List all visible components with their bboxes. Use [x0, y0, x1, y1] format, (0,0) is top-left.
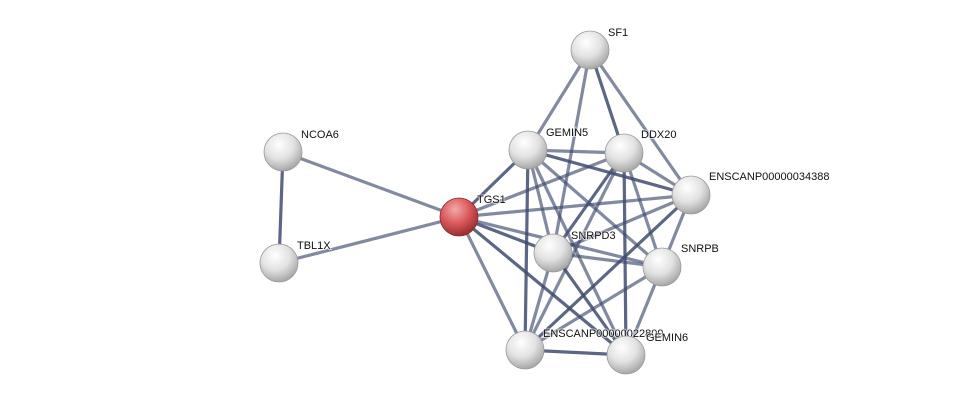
node-label: GEMIN5 [546, 127, 588, 139]
node-gemin5[interactable]: GEMIN5 [508, 126, 589, 170]
edge-tbl1x-tgs1[interactable] [278, 215, 460, 265]
edge-sf1-enscanp00000034388[interactable] [588, 49, 693, 196]
node-ball[interactable] [570, 30, 610, 70]
node-ball[interactable] [508, 130, 548, 170]
node-label: NCOA6 [301, 129, 339, 141]
edge-enscanp00000034388-snrpd3[interactable] [552, 193, 692, 255]
node-ball[interactable] [505, 330, 545, 370]
node-ncoa6[interactable]: NCOA6 [263, 128, 340, 172]
node-label: DDX20 [641, 129, 676, 141]
node-label: SNRPB [681, 243, 719, 255]
edge-sf1-gemin5[interactable] [526, 49, 592, 151]
edge-snrpd3-gemin6[interactable] [551, 252, 628, 356]
node-enscanp00000034388[interactable]: ENSCANP00000034388 [671, 170, 830, 215]
node-label: SF1 [608, 27, 628, 39]
node-label: TBL1X [297, 240, 331, 252]
node-tgs1[interactable]: TGS1 [439, 193, 507, 237]
edge-ddx20-gemin6[interactable] [622, 152, 628, 356]
edge-tgs1-ddx20[interactable] [458, 151, 625, 219]
node-gemin6[interactable]: GEMIN6 [606, 331, 689, 375]
node-label: SNRPD3 [571, 230, 616, 242]
node-ball[interactable] [533, 233, 573, 273]
edge-gemin5-gemin6[interactable] [526, 149, 628, 356]
node-ball[interactable] [259, 243, 299, 283]
edge-layer [277, 49, 693, 357]
node-label: ENSCANP00000034388 [709, 171, 829, 183]
node-ball[interactable] [439, 197, 479, 237]
node-ball[interactable] [606, 335, 646, 375]
node-snrpb[interactable]: SNRPB [642, 242, 720, 287]
node-snrpd3[interactable]: SNRPD3 [533, 229, 617, 273]
edge-ncoa6-tgs1[interactable] [282, 150, 460, 219]
edge-enscanp00000034388-enscanp00000022809[interactable] [523, 193, 693, 352]
edge-tgs1-enscanp00000034388[interactable] [458, 193, 692, 219]
edge-tgs1-enscanp00000022809[interactable] [457, 216, 527, 351]
node-ball[interactable] [671, 175, 711, 215]
edge-snrpb-enscanp00000022809[interactable] [524, 265, 663, 352]
node-ddx20[interactable]: DDX20 [604, 128, 677, 173]
node-ball[interactable] [263, 132, 303, 172]
edge-gemin5-enscanp00000022809[interactable] [523, 149, 530, 351]
node-ball[interactable] [604, 133, 644, 173]
edge-ddx20-enscanp00000022809[interactable] [523, 152, 626, 351]
edge-ddx20-snrpb[interactable] [622, 152, 664, 268]
node-sf1[interactable]: SF1 [570, 26, 629, 70]
node-label: TGS1 [477, 194, 506, 206]
edge-ddx20-snrpd3[interactable] [551, 152, 626, 254]
node-tbl1x[interactable]: TBL1X [259, 239, 332, 283]
node-ball[interactable] [642, 247, 682, 287]
node-label: GEMIN6 [646, 332, 688, 344]
